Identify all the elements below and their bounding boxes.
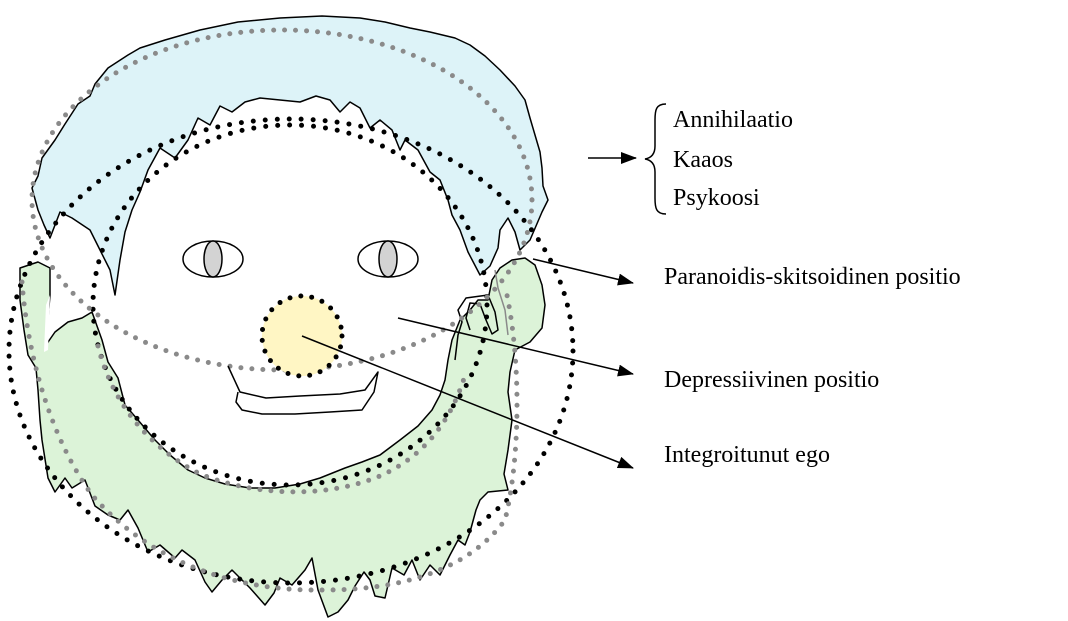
left-eye-pupil [204, 241, 222, 277]
label-kaaos: Kaaos [673, 147, 733, 173]
label-depressive-position: Depressiivinen positio [664, 367, 879, 393]
arrow-to-paranoid [533, 259, 633, 283]
upper-band-region [32, 16, 548, 295]
label-annihilaatio: Annihilaatio [673, 107, 793, 133]
label-integrated-ego: Integroitunut ego [664, 442, 830, 468]
label-psykoosi: Psykoosi [673, 185, 760, 211]
right-eye-pupil [379, 241, 397, 277]
label-paranoid-position: Paranoidis-skitsoidinen positio [664, 264, 961, 290]
curly-brace [645, 104, 666, 214]
